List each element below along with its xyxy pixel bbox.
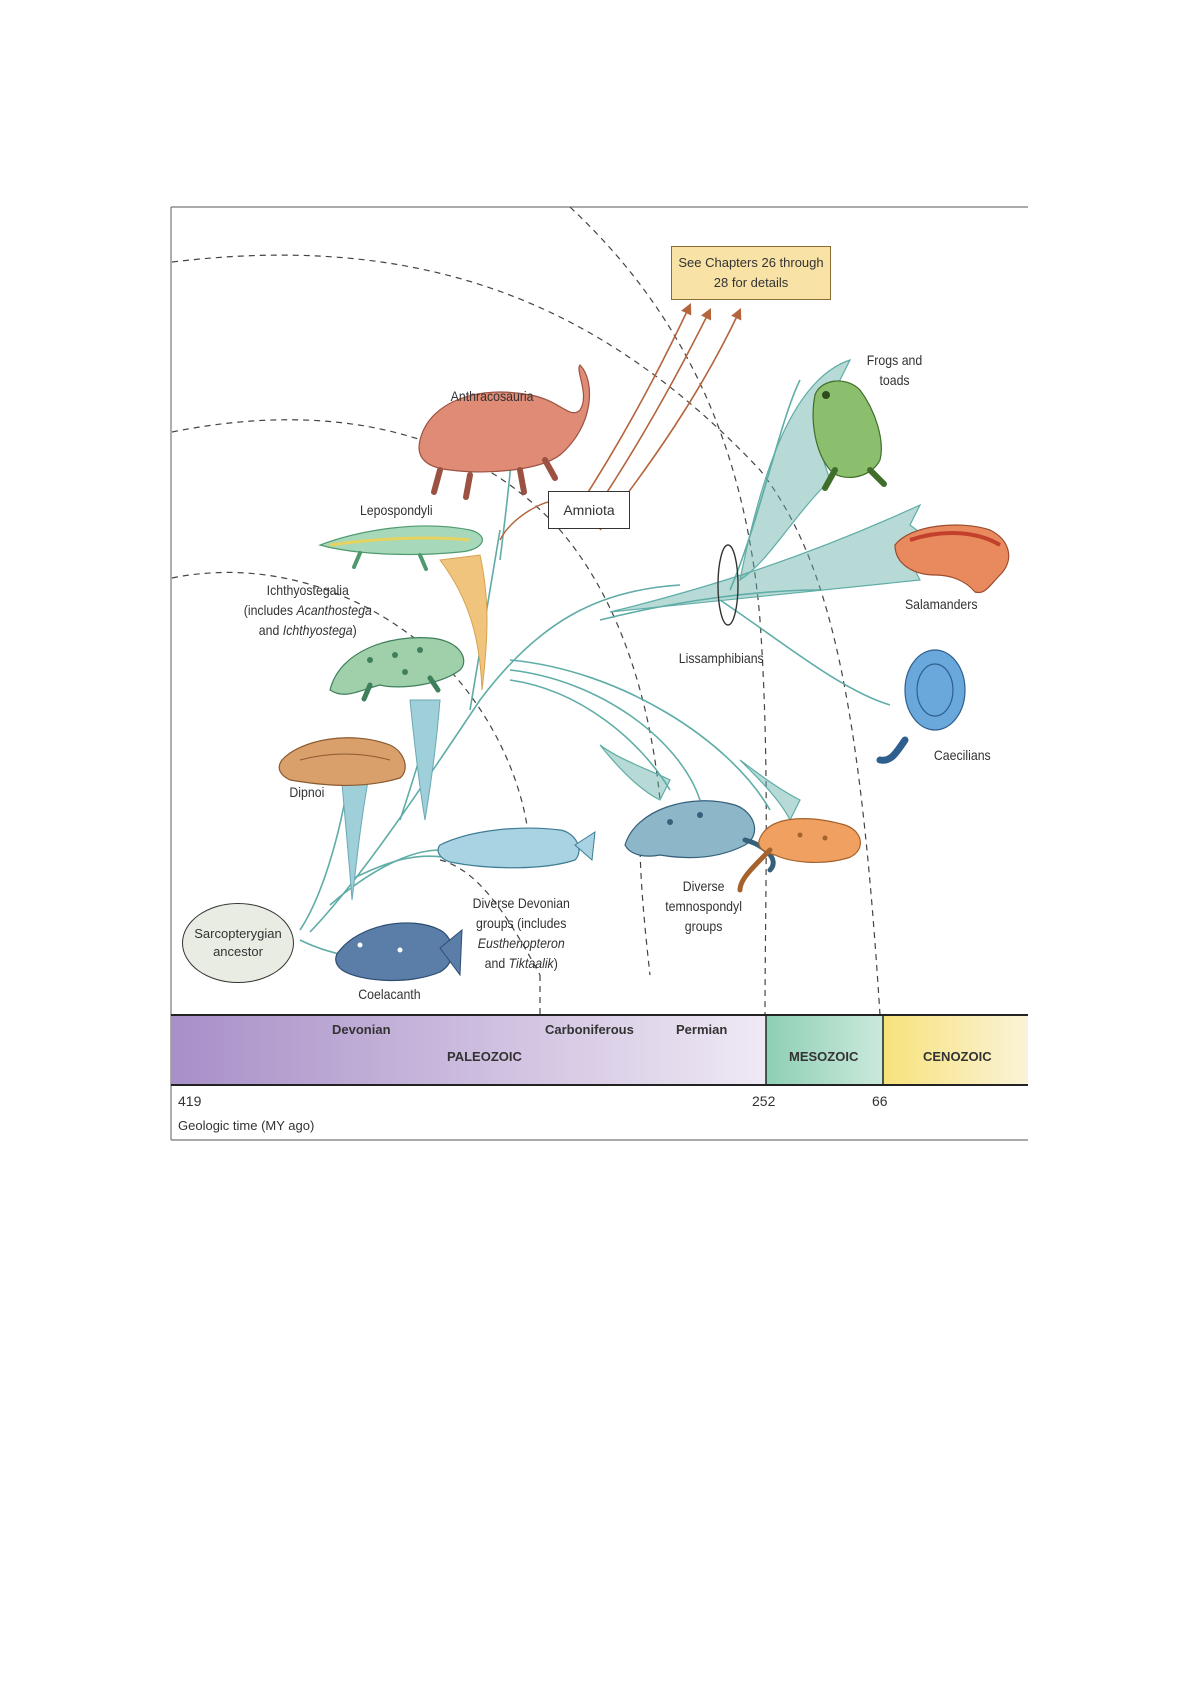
sarcopterygian-ancestor-node: Sarcopterygian ancestor bbox=[182, 903, 294, 983]
arc-outer-1 bbox=[171, 254, 881, 1016]
label-caecilians: Caecilians bbox=[933, 747, 991, 763]
devonian-fish-figure bbox=[437, 827, 596, 869]
geologic-timeline bbox=[171, 1014, 1028, 1086]
ichthyostegalia-fan bbox=[409, 699, 441, 821]
mesozoic-band bbox=[766, 1015, 883, 1085]
label-devonian-groups: Diverse Devonian groups (includes Eusthe… bbox=[472, 895, 570, 971]
cenozoic-band bbox=[883, 1015, 1028, 1085]
era-cenozoic: CENOZOIC bbox=[923, 1049, 992, 1064]
era-mesozoic: MESOZOIC bbox=[789, 1049, 859, 1064]
temnospondyl-figure bbox=[624, 800, 776, 873]
branch-frog bbox=[729, 379, 801, 591]
ichthyostegalia-and-line: and Ichthyostega) bbox=[258, 622, 357, 638]
tiktaalik-name: Tiktaalik bbox=[508, 955, 554, 971]
branch-devonian-1 bbox=[329, 849, 441, 906]
label-ichthyostegalia: Ichthyostegalia (includes Acanthostega a… bbox=[244, 580, 372, 640]
chapters-note-line2: 28 for details bbox=[713, 275, 789, 290]
salamander-figure bbox=[894, 524, 1010, 594]
label-anthracosauria: Anthracosauria bbox=[450, 388, 534, 404]
tick-66: 66 bbox=[872, 1093, 888, 1109]
ichthyostega-name: Ichthyostega bbox=[282, 622, 353, 638]
temno-fan-2 bbox=[739, 759, 801, 822]
ichthyostegalia-name: Ichthyostegalia bbox=[266, 582, 349, 598]
tick-419: 419 bbox=[178, 1093, 202, 1109]
caecilian-figure bbox=[876, 649, 966, 764]
eusthenopteron-name: Eusthenopteron bbox=[477, 935, 565, 951]
label-dipnoi: Dipnoi bbox=[289, 784, 325, 800]
tick-252: 252 bbox=[752, 1093, 776, 1109]
branch-temno-2 bbox=[509, 669, 701, 801]
sarcopterygian-line2: ancestor bbox=[213, 944, 263, 959]
arc-outer-2 bbox=[569, 206, 767, 1016]
temno-fan-1 bbox=[599, 744, 671, 801]
frog-figure bbox=[812, 380, 887, 491]
amniota-box: Amniota bbox=[548, 491, 630, 529]
temnospondyl-orange-figure bbox=[737, 818, 861, 893]
lissamphibian-node bbox=[717, 544, 739, 626]
branch-caecilian bbox=[719, 599, 891, 706]
axis-title: Geologic time (MY ago) bbox=[178, 1118, 315, 1133]
amniota-label: Amniota bbox=[563, 502, 615, 518]
amniote-arrow-1 bbox=[569, 302, 692, 521]
label-coelacanth: Coelacanth bbox=[358, 986, 421, 1002]
branch-temno-3 bbox=[509, 659, 771, 811]
chapters-note-box: See Chapters 26 through 28 for details bbox=[671, 246, 831, 300]
label-lissamphibians: Lissamphibians bbox=[678, 650, 764, 666]
lepospondyli-fan bbox=[439, 554, 488, 691]
ichthyostegalia-includes: (includes Acanthostega bbox=[243, 602, 372, 618]
acanthostega-name: Acanthostega bbox=[296, 602, 372, 618]
label-lepospondyli: Lepospondyli bbox=[359, 502, 433, 518]
period-devonian: Devonian bbox=[332, 1022, 391, 1037]
branch-lissamph bbox=[599, 589, 821, 621]
period-carboniferous: Carboniferous bbox=[545, 1022, 634, 1037]
branch-temno-1 bbox=[509, 679, 671, 791]
arc-temno bbox=[639, 839, 651, 976]
chapters-note-line1: See Chapters 26 through bbox=[678, 255, 824, 270]
label-salamanders: Salamanders bbox=[904, 596, 978, 612]
anthracosauria-figure bbox=[418, 364, 591, 500]
label-frogs-and-toads: Frogs and toads bbox=[866, 352, 923, 388]
ichthyostegalia-figure bbox=[329, 637, 465, 702]
coelacanth-figure bbox=[335, 922, 463, 982]
dipnoi-figure bbox=[278, 737, 406, 787]
paleozoic-band bbox=[171, 1015, 766, 1085]
arc-inner-1 bbox=[439, 859, 541, 976]
lepospondyli-figure bbox=[318, 525, 483, 571]
period-permian: Permian bbox=[676, 1022, 728, 1037]
era-paleozoic: PALEOZOIC bbox=[447, 1049, 522, 1064]
figure-frame bbox=[170, 206, 1028, 1141]
label-temnospondyl-groups: Diverse temnospondyl groups bbox=[665, 878, 742, 934]
sarcopterygian-line1: Sarcopterygian bbox=[194, 926, 282, 941]
dipnoi-fan bbox=[339, 759, 373, 901]
branch-trunk bbox=[309, 584, 681, 933]
